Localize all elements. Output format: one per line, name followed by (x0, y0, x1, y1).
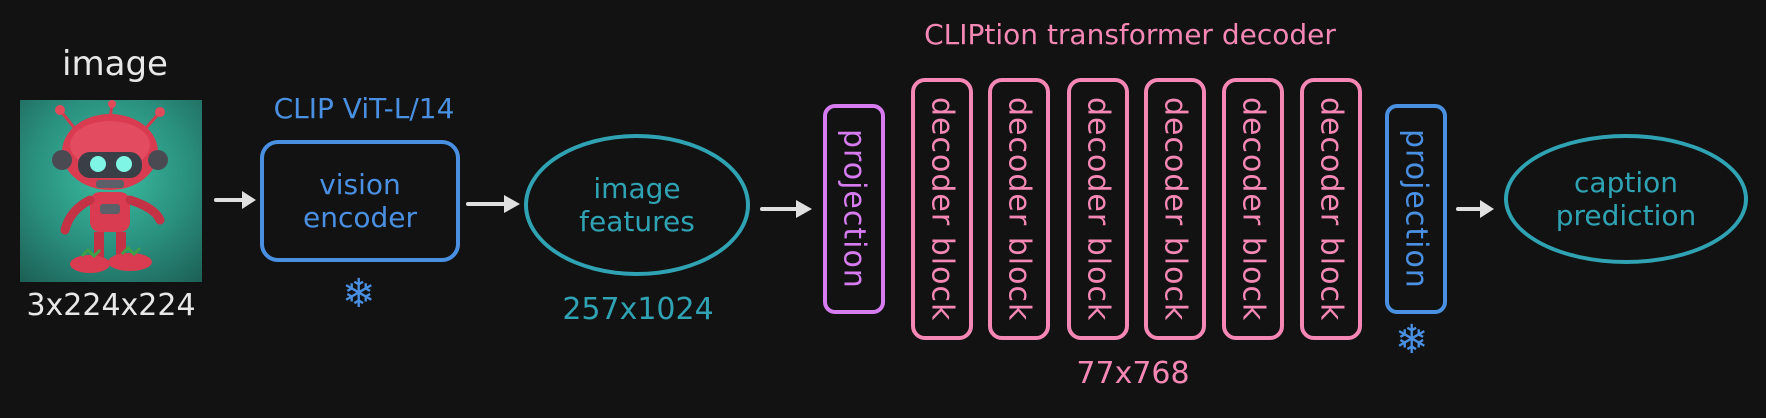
decoder-block-6: decoder block (1300, 78, 1362, 340)
decoder-title: CLIPtion transformer decoder (924, 18, 1336, 51)
image-shape: 3x224x224 (26, 288, 196, 323)
output-projection-box: projection (1385, 104, 1447, 314)
decoder-block-label: decoder block (1157, 96, 1193, 322)
decoder-shape: 77x768 (1076, 356, 1190, 391)
vision-encoder-label-line1: vision (319, 168, 401, 201)
robot-image (20, 100, 202, 282)
snowflake-icon: ❄ (342, 271, 376, 317)
decoder-block-label: decoder block (1001, 96, 1037, 322)
image-features-label-line2: features (579, 205, 695, 238)
decoder-block-2: decoder block (988, 78, 1050, 340)
arrow-image-to-encoder (214, 191, 256, 209)
vision-encoder-label-line2: encoder (302, 201, 417, 234)
caption-prediction-ellipse: caption prediction (1504, 134, 1748, 264)
image-title: image (62, 44, 168, 84)
caption-prediction-label-line1: caption (1574, 166, 1678, 199)
decoder-block-label: decoder block (1080, 96, 1116, 322)
decoder-block-3: decoder block (1067, 78, 1129, 340)
decoder-block-label: decoder block (1313, 96, 1349, 322)
decoder-block-5: decoder block (1222, 78, 1284, 340)
decoder-block-4: decoder block (1144, 78, 1206, 340)
input-projection-box: projection (823, 104, 885, 314)
image-features-ellipse: image features (524, 134, 750, 276)
arrow-projection-to-caption (1456, 200, 1494, 218)
encoder-model-label: CLIP ViT-L/14 (273, 92, 455, 125)
decoder-block-label: decoder block (924, 96, 960, 322)
robot-illustration (52, 100, 168, 273)
decoder-block-1: decoder block (911, 78, 973, 340)
arrow-features-to-projection (760, 200, 812, 218)
image-features-label-line1: image (593, 172, 681, 205)
vision-encoder-box: vision encoder (260, 140, 460, 262)
arrow-encoder-to-features (466, 195, 520, 213)
caption-prediction-label-line2: prediction (1555, 199, 1697, 232)
snowflake-icon: ❄ (1395, 317, 1429, 363)
input-projection-label: projection (836, 129, 872, 289)
decoder-block-label: decoder block (1235, 96, 1271, 322)
output-projection-label: projection (1398, 129, 1434, 289)
features-shape: 257x1024 (562, 292, 714, 327)
